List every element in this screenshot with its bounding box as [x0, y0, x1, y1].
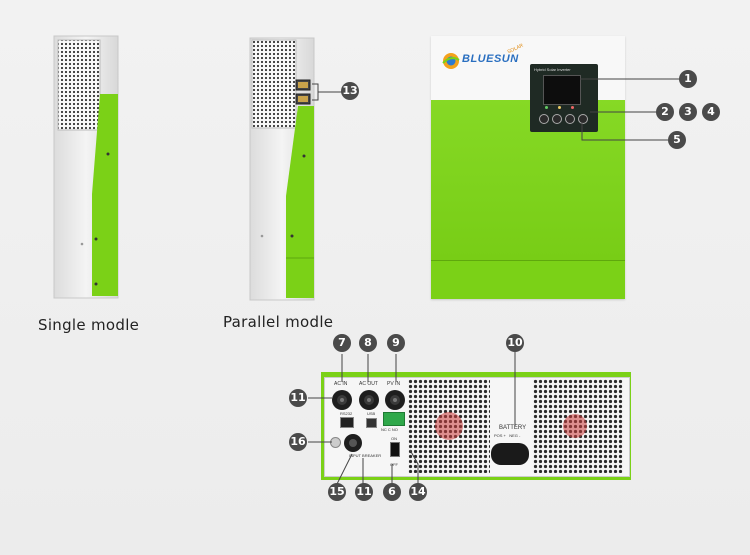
ac-out-breaker-icon: [359, 390, 379, 410]
callout-1: 1: [679, 70, 697, 88]
input-breaker-label: INPUT BREAKER: [349, 453, 382, 458]
single-model-side-view: [53, 35, 119, 299]
usb-port: [366, 418, 377, 428]
function-button[interactable]: [552, 114, 562, 124]
callout-2: 2: [656, 103, 674, 121]
callout-4: 4: [702, 103, 720, 121]
battery-label: BATTERY: [499, 425, 527, 431]
fan-grill-right: [533, 379, 623, 473]
callout-14: 14: [409, 483, 427, 501]
ac-out-label: AC OUT: [359, 381, 378, 387]
led-icon: [571, 106, 574, 109]
callout-6: 6: [383, 483, 401, 501]
off-label: OFF: [390, 462, 398, 467]
input-breaker-icon: [344, 434, 362, 452]
parallel-model-side-view: [249, 37, 315, 301]
battery-terminals-label: POS + NEG -: [494, 433, 521, 438]
callout-13: 13: [341, 82, 359, 100]
power-switch[interactable]: [390, 442, 400, 457]
callout-15: 15: [328, 483, 346, 501]
led-icon: [545, 106, 548, 109]
ac-in-breaker-icon: [332, 390, 352, 410]
led-icon: [558, 106, 561, 109]
display-title: Hybrid Solar Inverter: [534, 67, 571, 72]
nc-c-no-label: NC C NO: [381, 427, 398, 432]
function-button[interactable]: [578, 114, 588, 124]
parallel-port-leader: [312, 83, 342, 101]
single-model-caption: Single modle: [38, 316, 140, 334]
bluesun-logo-mark: [442, 53, 460, 69]
inverter-front-view: BLUESUN SOLAR Hybrid Solar Inverter: [431, 36, 625, 299]
rs232-label: RS232: [340, 411, 353, 416]
front-lower-seam: [431, 260, 625, 261]
dry-contact-terminal: [383, 412, 405, 426]
battery-terminal-cover: [491, 443, 529, 465]
callout-11-top: 11: [289, 389, 307, 407]
status-leds: [543, 106, 583, 110]
ac-in-label: AC IN: [334, 381, 348, 387]
rs232-port: [340, 417, 354, 428]
control-buttons: [539, 114, 591, 124]
function-button[interactable]: [539, 114, 549, 124]
callout-8: 8: [359, 334, 377, 352]
fan-grill-left: [408, 379, 490, 473]
callout-7: 7: [333, 334, 351, 352]
pv-in-label: PV IN: [387, 381, 401, 387]
on-label: ON: [391, 436, 397, 441]
bottom-callout-leaders: [308, 352, 516, 487]
lcd-screen: [543, 75, 581, 105]
parallel-model-caption: Parallel modle: [223, 313, 334, 331]
callout-9: 9: [387, 334, 405, 352]
pv-in-breaker-icon: [385, 390, 405, 410]
callout-11-bottom: 11: [355, 483, 373, 501]
usb-label: USB: [367, 411, 376, 416]
brand-name: BLUESUN: [462, 53, 519, 65]
callout-16: 16: [289, 433, 307, 451]
function-button[interactable]: [565, 114, 575, 124]
front-callout-leaders: [580, 78, 682, 141]
callout-10: 10: [506, 334, 524, 352]
callout-3: 3: [679, 103, 697, 121]
callout-5: 5: [668, 131, 686, 149]
